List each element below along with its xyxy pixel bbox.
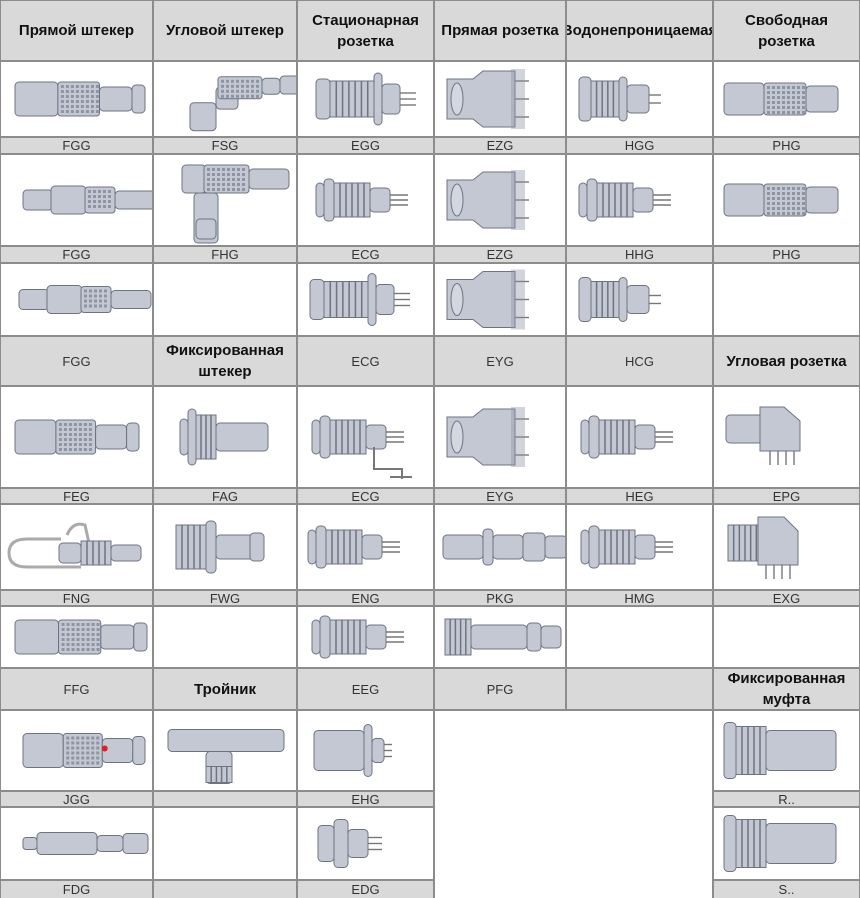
connector-image	[154, 387, 296, 487]
connector-image	[298, 607, 433, 667]
part-code: HGG	[567, 138, 712, 153]
empty-cell	[567, 669, 712, 709]
part-code: JGG	[1, 792, 152, 806]
empty-cell	[154, 264, 296, 335]
connector-image	[298, 808, 433, 879]
connector-image	[298, 505, 433, 589]
part-code: FEG	[1, 489, 152, 503]
connector-image	[1, 711, 152, 790]
part-code: ENG	[298, 591, 433, 605]
part-code: FGG	[1, 138, 152, 153]
part-code: FGG	[1, 247, 152, 262]
connector-image	[1, 607, 152, 667]
header-fixed-coupling: Фиксированная муфта	[714, 669, 859, 709]
connector-image	[435, 505, 565, 589]
part-code: HCG	[567, 337, 712, 385]
part-code: HEG	[567, 489, 712, 503]
part-code: EPG	[714, 489, 859, 503]
part-code: EEG	[298, 669, 433, 709]
header-fixed-socket: Стационарная розетка	[298, 1, 433, 60]
connector-image	[435, 62, 565, 136]
part-code: FSG	[154, 138, 296, 153]
part-code: ECG	[298, 337, 433, 385]
header-waterproof: Водонепроницаемая	[567, 1, 712, 60]
connector-image	[435, 264, 565, 335]
part-code: FWG	[154, 591, 296, 605]
connector-image	[1, 62, 152, 136]
part-code: EGG	[298, 138, 433, 153]
part-code: S..	[714, 881, 859, 898]
connector-image	[154, 711, 296, 790]
part-code: ECG	[298, 489, 433, 503]
part-code: FHG	[154, 247, 296, 262]
part-code: R..	[714, 792, 859, 806]
part-code: EZG	[435, 138, 565, 153]
connector-image	[435, 387, 565, 487]
connector-image	[567, 155, 712, 245]
part-code: EYG	[435, 489, 565, 503]
empty-cell	[154, 607, 296, 667]
header-angled-plug: Угловой штекер	[154, 1, 296, 60]
header-angled-socket: Угловая розетка	[714, 337, 859, 385]
part-code: EYG	[435, 337, 565, 385]
connector-image	[714, 387, 859, 487]
connector-image	[298, 62, 433, 136]
connector-image	[714, 155, 859, 245]
connector-image	[154, 505, 296, 589]
connector-image	[1, 264, 152, 335]
connector-image	[298, 155, 433, 245]
header-fixed-plug: Фиксированная штекер	[154, 337, 296, 385]
connector-image	[567, 387, 712, 487]
part-code: PKG	[435, 591, 565, 605]
part-code: FDG	[1, 881, 152, 898]
connector-image	[1, 155, 152, 245]
part-code: FFG	[1, 669, 152, 709]
part-code: PHG	[714, 247, 859, 262]
connector-image	[435, 155, 565, 245]
empty-cell	[154, 808, 296, 879]
empty-cell	[567, 607, 712, 667]
connector-image	[714, 711, 859, 790]
connector-image	[1, 505, 152, 589]
part-code: EZG	[435, 247, 565, 262]
empty-cell	[154, 881, 296, 898]
connector-image	[714, 808, 859, 879]
part-code: FGG	[1, 337, 152, 385]
header-straight-socket: Прямая розетка	[435, 1, 565, 60]
empty-cell	[154, 792, 296, 806]
part-code: HMG	[567, 591, 712, 605]
connector-image	[298, 711, 433, 790]
part-code: EHG	[298, 792, 433, 806]
connector-image	[298, 264, 433, 335]
part-code: EXG	[714, 591, 859, 605]
connector-image	[714, 62, 859, 136]
connector-image	[1, 387, 152, 487]
connector-image	[154, 62, 296, 136]
connector-image	[567, 264, 712, 335]
empty-cell	[714, 264, 859, 335]
empty-cell	[435, 711, 712, 898]
header-tee: Тройник	[154, 669, 296, 709]
connector-image	[567, 62, 712, 136]
part-code: PFG	[435, 669, 565, 709]
part-code: FAG	[154, 489, 296, 503]
connector-image	[1, 808, 152, 879]
part-code: ECG	[298, 247, 433, 262]
header-free-socket: Свободная розетка	[714, 1, 859, 60]
part-code: HHG	[567, 247, 712, 262]
empty-cell	[714, 607, 859, 667]
header-straight-plug: Прямой штекер	[1, 1, 152, 60]
connector-image	[154, 155, 296, 245]
connector-image	[714, 505, 859, 589]
part-code: PHG	[714, 138, 859, 153]
connector-image	[567, 505, 712, 589]
connector-image	[435, 607, 565, 667]
part-code: EDG	[298, 881, 433, 898]
connector-image	[298, 387, 433, 487]
part-code: FNG	[1, 591, 152, 605]
